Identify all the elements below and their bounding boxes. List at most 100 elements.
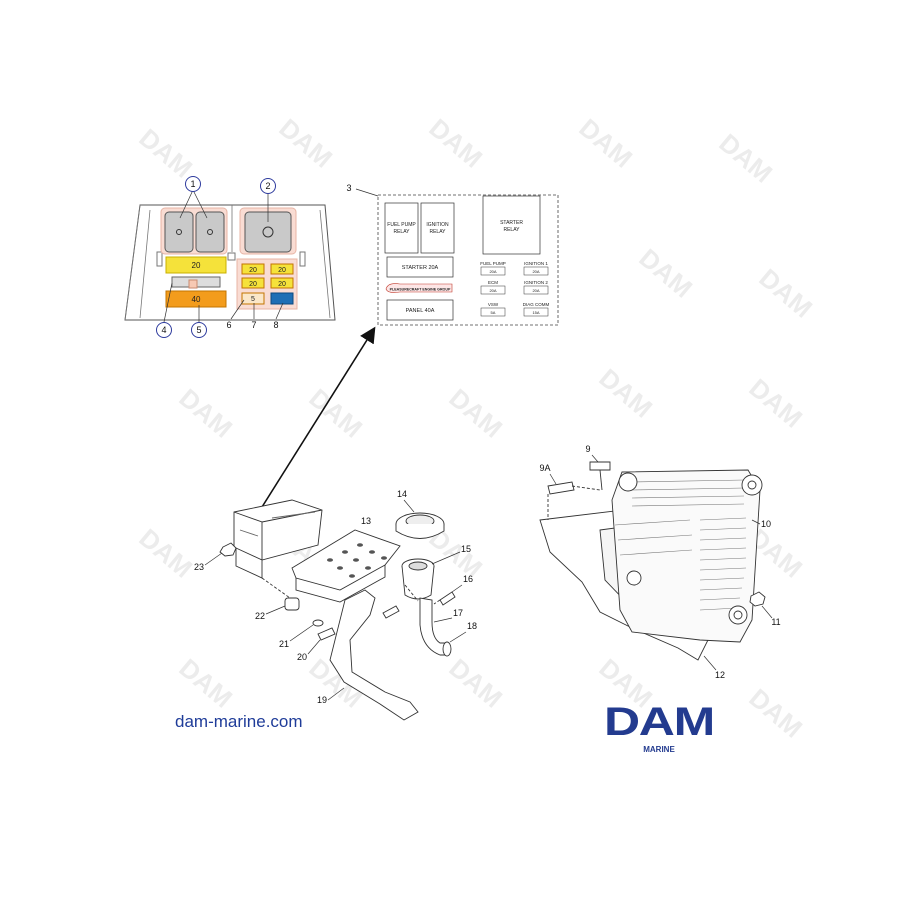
callout-circle-1: [185, 176, 201, 192]
watermark-9: DAM: [173, 383, 238, 444]
watermark-14: DAM: [133, 523, 198, 584]
callout-1: 1: [190, 179, 195, 189]
callout-9a: 9A: [539, 463, 550, 473]
fuse-box-tab-left: [156, 251, 163, 267]
plate-holes: [327, 543, 387, 578]
watermark-11: DAM: [443, 383, 508, 444]
left-assembly-callouts: 13 14 15 16 17 18 19 20 21 22 23: [194, 489, 477, 705]
right-assembly-callouts: 9 9A 10 11 12: [539, 444, 780, 680]
watermark-12: DAM: [593, 363, 658, 424]
fuse-value-diag-comm: 15A: [532, 310, 539, 315]
callout-22: 22: [255, 611, 265, 621]
fuse-40-maxi: [165, 290, 227, 308]
callout-14: 14: [397, 489, 407, 499]
callout-circle-4: [156, 322, 172, 338]
fuse-20-label: 20: [192, 261, 201, 270]
relay-1b-pin: [207, 229, 213, 235]
brand-badge-text: PLEASURECRAFT ENGINE GROUP: [390, 288, 451, 292]
small-fuse-1-label: 20: [249, 267, 257, 274]
callout-21: 21: [279, 639, 289, 649]
ecm-fins: [614, 479, 747, 611]
standoff-22: [284, 597, 300, 611]
callout-4: 4: [161, 325, 166, 335]
right-assembly: [539, 461, 766, 661]
left-assembly: [219, 499, 456, 721]
callout-8: 8: [273, 320, 278, 330]
callout-10: 10: [761, 519, 771, 529]
ignition-relay-line2: RELAY: [429, 229, 446, 235]
small-fuse-3: [241, 277, 265, 289]
fuse-label-fuel-pump: FUEL PUMP: [480, 261, 506, 266]
bolt-9a: [547, 481, 575, 495]
relay-1a: [164, 211, 194, 253]
callout-3: 3: [346, 183, 351, 193]
detail-arrow: [261, 326, 376, 508]
fuse-box-left-wing: [124, 204, 331, 321]
callout-9: 9: [585, 444, 590, 454]
watermark-10: DAM: [303, 383, 368, 444]
fuse-box: 20 40 20 20 20 20 5: [124, 204, 336, 321]
panel-fuse-label: PANEL 40A: [406, 308, 435, 314]
fuse-label-ecm: ECM: [488, 280, 498, 285]
ignition-relay-line1: IGNITION: [426, 222, 449, 228]
fuse-panel-label: 3 FUEL PUMP RELAY IGNITION RELAY STARTER…: [346, 183, 559, 326]
small-fuse-blue: [270, 292, 294, 305]
website-link[interactable]: dam-marine.com: [175, 712, 303, 731]
watermark-7: DAM: [633, 243, 698, 304]
ecm-boss-tl: [618, 472, 638, 492]
callout-circle-5: [191, 322, 207, 338]
watermark-13: DAM: [743, 373, 808, 434]
callout-15: 15: [461, 544, 471, 554]
bolt-16: [439, 591, 456, 606]
fuse-holder-pink: [188, 279, 198, 289]
watermark-19: DAM: [173, 653, 238, 714]
fuse-value-ignition-1: 20A: [532, 269, 539, 274]
callout-5: 5: [196, 325, 201, 335]
callout-2: 2: [265, 181, 270, 191]
fuse-value-ecm: 20A: [489, 288, 496, 293]
fuse-value-ignition-2: 20A: [532, 288, 539, 293]
starter-fuse-box: [386, 256, 454, 278]
washer-21: [312, 619, 324, 627]
small-fuse-2-label: 20: [278, 267, 286, 274]
callout-7: 7: [251, 320, 256, 330]
ecm-boss-bl: [626, 570, 642, 586]
small-fuse-4-label: 20: [278, 281, 286, 288]
relay-1b: [195, 211, 225, 253]
screw-20: [317, 627, 336, 641]
mount-bracket-19: [329, 589, 419, 721]
starter-fuse-label: STARTER 20A: [402, 265, 439, 271]
brand-logo: DAM MARINE: [594, 702, 724, 754]
callout-12: 12: [715, 670, 725, 680]
callout-20: 20: [297, 652, 307, 662]
callout-circle-2: [260, 178, 276, 194]
fuel-pump-relay-line1: FUEL PUMP: [387, 222, 416, 228]
small-fuse-4: [270, 277, 294, 289]
bolt-9: [589, 461, 611, 471]
watermark-4: DAM: [713, 128, 778, 189]
starter-relay-line1: STARTER: [500, 220, 523, 226]
callout-19: 19: [317, 695, 327, 705]
watermark-0: DAM: [133, 123, 198, 184]
small-fuse-5: [241, 292, 265, 305]
fuse-20-maxi: [165, 256, 227, 274]
fuel-pump-relay-line2: RELAY: [393, 229, 410, 235]
panel-fuse-box: [386, 299, 454, 321]
fuse-box-callouts: 1 2 4 5 6 7 8: [156, 176, 284, 338]
watermark-1: DAM: [273, 113, 338, 174]
starter-relay-box: [482, 195, 541, 255]
fuse-label-ignition-1: IGNITION 1: [524, 261, 548, 266]
relay-1a-pin: [176, 229, 182, 235]
callout-18: 18: [467, 621, 477, 631]
fuse-box-tab-mid: [227, 252, 236, 261]
small-fuse-1: [241, 263, 265, 275]
callout-16: 16: [463, 574, 473, 584]
watermark-23: DAM: [743, 683, 808, 744]
watermark-3: DAM: [573, 113, 638, 174]
fuse-box-tab-right: [299, 251, 306, 267]
fuse-label-vsw: VSW: [488, 302, 499, 307]
brand-badge-swoosh: [385, 283, 453, 293]
watermark-2: DAM: [423, 113, 488, 174]
callout-11: 11: [771, 617, 780, 627]
starter-relay-line2: RELAY: [503, 227, 520, 233]
